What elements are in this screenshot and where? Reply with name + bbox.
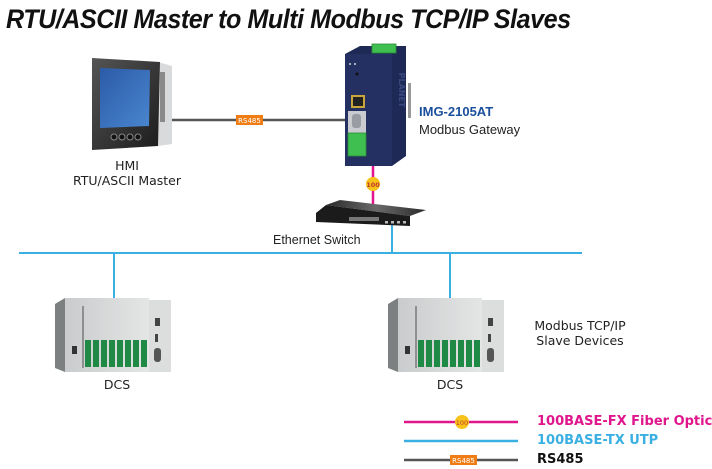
gateway-model: IMG-2105AT (419, 104, 494, 119)
dcs-label-2: DCS (436, 377, 464, 392)
gateway-device: PLANET (345, 43, 411, 166)
dcs-label-1: DCS (103, 377, 131, 392)
gateway-brand: PLANET (397, 73, 406, 108)
slave-devices-label: Modbus TCP/IP Slave Devices (520, 318, 640, 348)
hmi-device (92, 58, 172, 150)
slave-label-line1: Modbus TCP/IP (534, 318, 626, 333)
fiber-tag-text: 100 (366, 181, 380, 189)
ethernet-switch-device (316, 200, 426, 226)
legend-utp-label: 100BASE-TX UTP (537, 433, 659, 448)
dcs-device-2 (388, 298, 504, 372)
switch-label: Ethernet Switch (273, 233, 361, 247)
legend-fiber-label: 100BASE-FX Fiber Optic (537, 414, 712, 429)
legend-rs485-swatch: RS485 (404, 455, 518, 465)
hmi-label-line1: HMI (115, 158, 139, 173)
hmi-label: HMI RTU/ASCII Master (62, 158, 192, 188)
gateway-description: Modbus Gateway (419, 122, 521, 137)
legend-fiber-tag: 100 (456, 419, 468, 427)
legend-rs485-tag: RS485 (452, 457, 475, 465)
dcs-device-1 (55, 298, 171, 372)
fiber-tag: 100 (366, 177, 380, 191)
legend-fiber-swatch: 100 (404, 415, 518, 429)
slave-label-line2: Slave Devices (536, 333, 624, 348)
legend-rs485-label: RS485 (537, 452, 584, 467)
hmi-label-line2: RTU/ASCII Master (72, 173, 182, 188)
rs485-tag-text: RS485 (238, 117, 261, 125)
diagram-title: RTU/ASCII Master to Multi Modbus TCP/IP … (6, 4, 571, 34)
rs485-tag: RS485 (236, 115, 263, 125)
